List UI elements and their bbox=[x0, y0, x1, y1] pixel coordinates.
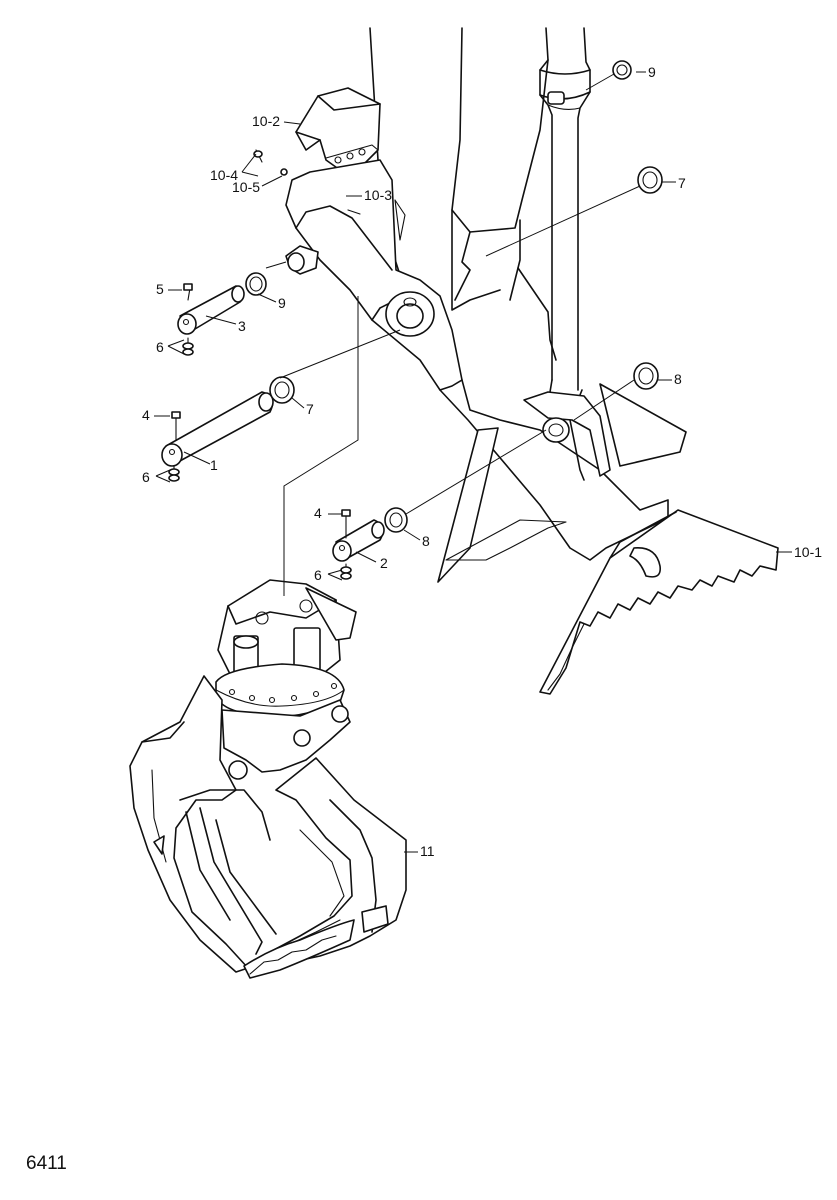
callout-4-mid: 4 bbox=[314, 505, 322, 521]
callout-10-5: 10-5 bbox=[232, 179, 260, 195]
callout-8-mid: 8 bbox=[422, 533, 430, 549]
callout-9-mid: 9 bbox=[278, 295, 286, 311]
callout-7-mid: 7 bbox=[306, 401, 314, 417]
callout-6-mid: 6 bbox=[314, 567, 322, 583]
spacer-ring-8-mid bbox=[384, 507, 408, 533]
callout-2: 2 bbox=[380, 555, 388, 571]
callout-4-left: 4 bbox=[142, 407, 150, 423]
bolts-and-nuts bbox=[168, 149, 361, 580]
callout-3: 3 bbox=[238, 318, 246, 334]
callout-9-top: 9 bbox=[648, 64, 656, 80]
grapple-11 bbox=[129, 579, 407, 979]
push-plate bbox=[437, 383, 779, 695]
callout-10-4: 10-4 bbox=[210, 167, 238, 183]
spacer-ring-9-mid bbox=[245, 272, 267, 296]
callout-10-1: 10-1 bbox=[794, 544, 822, 560]
figure-id: 6411 bbox=[26, 1153, 67, 1174]
callout-7-right: 7 bbox=[678, 175, 686, 191]
callout-5: 5 bbox=[156, 281, 164, 297]
callout-6-left: 6 bbox=[142, 469, 150, 485]
callout-10-2: 10-2 bbox=[252, 113, 280, 129]
spacer-ring-7-mid bbox=[269, 376, 295, 404]
spacer-ring-9-top bbox=[612, 60, 632, 80]
callout-8-right: 8 bbox=[674, 371, 682, 387]
leader-lines bbox=[154, 71, 792, 853]
spacer-ring-7-top bbox=[637, 166, 663, 194]
spacer-ring-8-right bbox=[633, 362, 659, 390]
hydraulic-cylinder bbox=[539, 27, 591, 401]
callout-11: 11 bbox=[420, 843, 435, 859]
pin-3 bbox=[177, 285, 245, 335]
pin-2 bbox=[332, 519, 385, 562]
dipper-arm bbox=[285, 87, 669, 561]
callout-labels: 9 7 10-2 10-4 10-5 10-3 5 9 3 6 4 7 1 6 … bbox=[142, 64, 822, 859]
callout-10-3: 10-3 bbox=[364, 187, 392, 203]
callout-1: 1 bbox=[210, 457, 218, 473]
callout-6-upper: 6 bbox=[156, 339, 164, 355]
pin-1 bbox=[161, 391, 274, 467]
